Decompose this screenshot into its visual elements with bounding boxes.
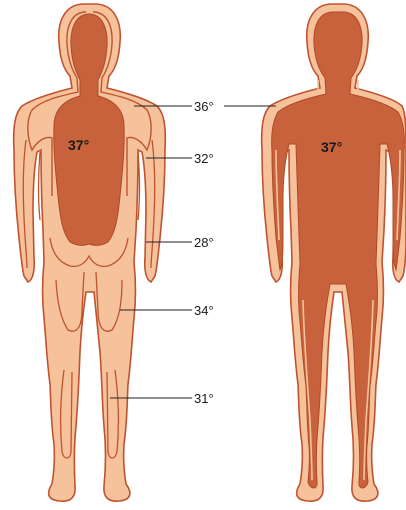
label-28: 28° [194,235,214,250]
cold-core-label: 37° [68,137,89,153]
cold-figure [14,4,166,501]
label-32: 32° [194,151,214,166]
warm-core-label: 37° [321,139,342,155]
warm-figure [262,4,406,501]
label-34: 34° [194,303,214,318]
label-36: 36° [194,99,214,114]
label-31: 31° [194,391,214,406]
